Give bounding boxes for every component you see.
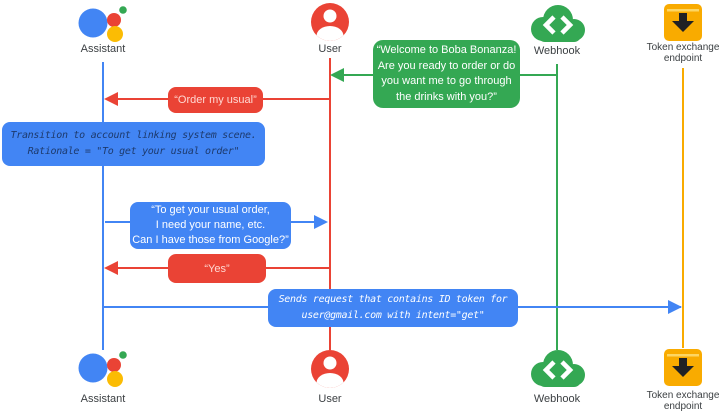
token-endpoint-icon — [664, 4, 702, 41]
webhook-label-bottom: Webhook — [533, 393, 581, 405]
ask-details-arrowhead — [314, 215, 328, 229]
ask-details-message-box: “To get your usual order, I need your na… — [130, 202, 291, 249]
webhook-cloud-icon — [531, 5, 585, 42]
welcome-arrowhead — [330, 68, 344, 82]
token-endpoint-icon — [664, 349, 702, 386]
welcome-message-box: “Welcome to Boba Bonanza! Are you ready … — [373, 40, 520, 108]
google-assistant-icon — [78, 351, 127, 387]
token-endpoint-lifeline — [682, 68, 684, 348]
assistant-label-bottom: Assistant — [80, 393, 126, 405]
transition-note-box: Transition to account linking system sce… — [2, 122, 265, 166]
google-assistant-icon — [78, 6, 127, 42]
send-request-message-box: Sends request that contains ID token for… — [268, 289, 518, 327]
webhook-label-top: Webhook — [533, 45, 581, 57]
user-lifeline — [329, 58, 331, 350]
user-label-top: User — [318, 43, 342, 55]
user-label-bottom: User — [318, 393, 342, 405]
token-endpoint-label-top: Token exchange endpoint — [646, 42, 720, 64]
user-icon — [311, 3, 349, 41]
assistant-label-top: Assistant — [80, 43, 126, 55]
token-endpoint-label-bottom: Token exchange endpoint — [646, 390, 720, 412]
order-usual-message-box: “Order my usual” — [168, 87, 263, 113]
webhook-lifeline — [556, 64, 558, 350]
yes-message-box: “Yes” — [168, 254, 266, 283]
webhook-cloud-icon — [531, 350, 585, 387]
assistant-lifeline — [102, 62, 104, 350]
send-request-arrowhead — [668, 300, 682, 314]
order-usual-arrowhead — [104, 92, 118, 106]
user-icon — [311, 350, 349, 388]
yes-arrowhead — [104, 261, 118, 275]
